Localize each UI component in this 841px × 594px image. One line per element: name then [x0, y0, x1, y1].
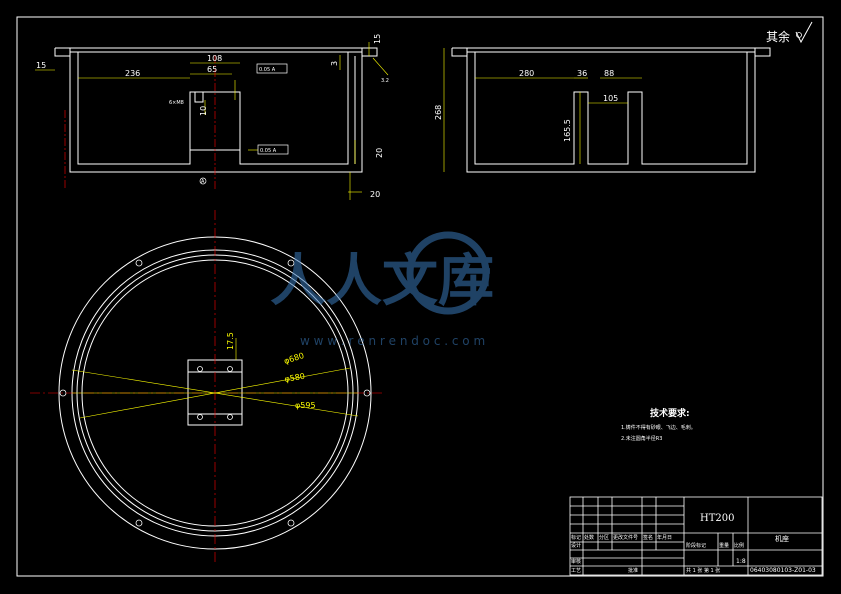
roughness-symbol-icon	[795, 21, 813, 44]
drawing-border	[16, 16, 824, 577]
dim-280: 280	[519, 69, 534, 78]
dim-15-left: 15	[36, 61, 46, 70]
scale-label: 比例	[734, 542, 744, 549]
side-view	[451, 47, 771, 173]
svg-text:0.05 A: 0.05 A	[260, 148, 277, 154]
dim-105: 105	[603, 94, 618, 103]
material-label: HT200	[700, 513, 734, 524]
watermark-brand: 人人文库	[270, 249, 494, 314]
header-mark: 标记	[571, 534, 581, 541]
dim-36: 36	[577, 69, 587, 78]
dim-15-top: 15	[373, 34, 382, 44]
svg-text:A: A	[201, 179, 205, 185]
watermark: 人人文库 w w w . r e n r e n d o c . c o m	[270, 231, 494, 348]
header-change-doc: 更改文件号	[613, 534, 638, 541]
weight-label: 重量	[719, 542, 729, 549]
tolerance-frame-bottom	[257, 144, 289, 155]
dim-108: 108	[207, 54, 222, 63]
dim-165: 165.5	[563, 119, 572, 142]
surface-note: 3.2	[381, 78, 389, 84]
dim-65: 65	[207, 65, 217, 74]
dim-3: 3	[330, 61, 339, 66]
dim-10: 10	[199, 106, 208, 116]
roughness-note: 其余	[766, 29, 790, 44]
dim-phi-595: φ595	[295, 401, 316, 410]
tolerance-frame-top	[256, 63, 288, 74]
dim-phi-680: φ680	[283, 351, 305, 366]
tech-req-item-2: 2.未注圆角半径R3	[621, 435, 662, 442]
tech-req-title: 技术要求:	[650, 407, 690, 419]
front-view-centerlines	[64, 55, 216, 190]
part-name: 机座	[775, 534, 789, 543]
svg-text:0.05 A: 0.05 A	[259, 67, 276, 73]
side-view-dimensions	[443, 48, 642, 172]
dim-88: 88	[604, 69, 614, 78]
dim-20-right: 20	[375, 148, 384, 158]
drawing-number: 06403080103-Z01-03	[750, 567, 816, 574]
datum-symbol-icon	[199, 177, 207, 185]
row-review: 审核	[571, 558, 581, 565]
top-view-dimensions	[71, 338, 359, 419]
title-block	[569, 496, 823, 576]
dim-phi-580: φ580	[284, 372, 306, 384]
tech-req-item-1: 1.铸件不得有砂眼、飞边、毛刺。	[621, 424, 696, 431]
dim-268: 268	[434, 105, 443, 120]
header-sign: 签名	[643, 534, 653, 541]
header-date: 年月日	[657, 534, 672, 541]
watermark-url: w w w . r e n r e n d o c . c o m	[300, 334, 485, 348]
dim-17-5: 17.5	[226, 332, 235, 350]
top-view-holes	[59, 259, 371, 527]
dim-236: 236	[125, 69, 140, 78]
header-count: 处数	[584, 534, 594, 541]
stage-label: 阶段标记	[686, 542, 706, 549]
row-design: 设计	[571, 542, 581, 549]
approve-label: 批准	[628, 567, 638, 574]
sheet-text: 共 1 张 第 1 张	[686, 567, 720, 574]
dim-20-bottom: 20	[370, 190, 380, 199]
header-zone: 分区	[599, 534, 609, 541]
row-process: 工艺	[571, 568, 581, 574]
hole-note: 6×M8	[169, 100, 184, 106]
scale-value: 1:8	[736, 558, 746, 565]
